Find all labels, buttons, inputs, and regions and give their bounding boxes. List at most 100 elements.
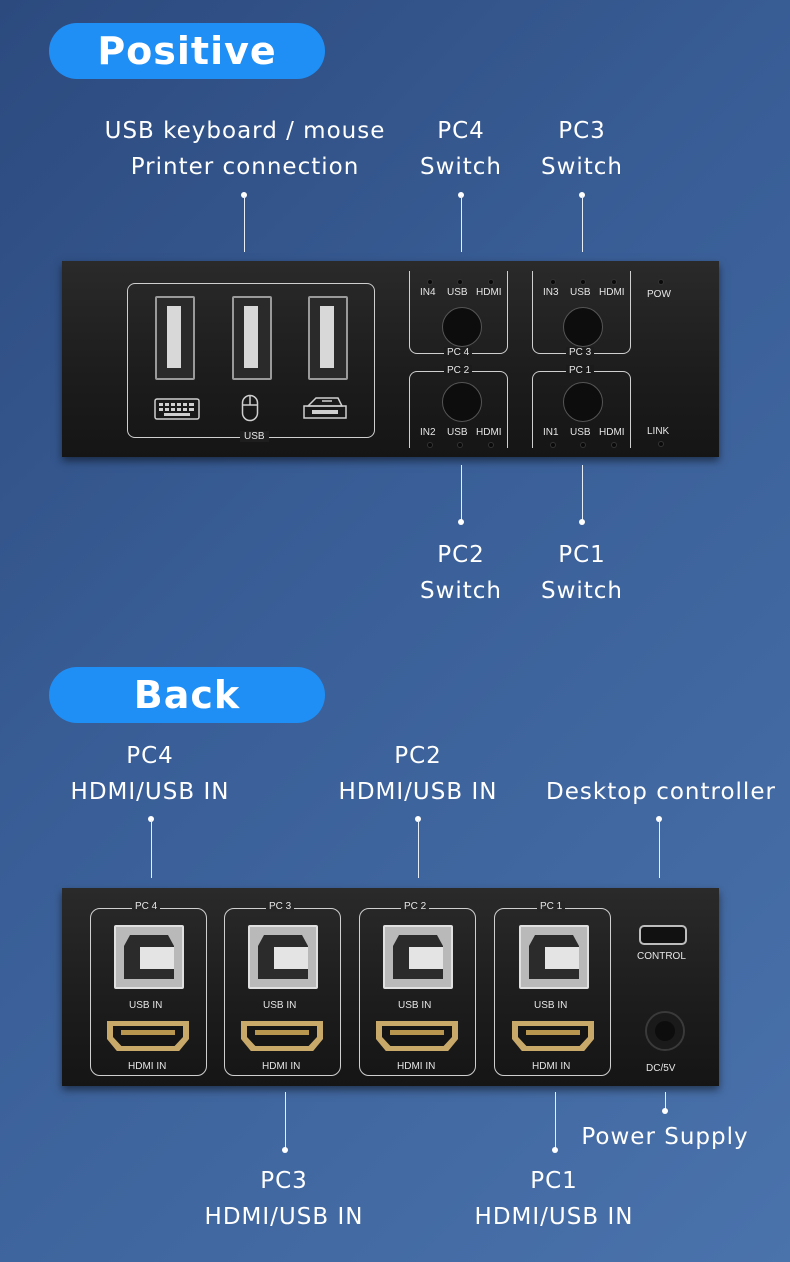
pc4-switch-callout: PC4 Switch (411, 113, 511, 185)
back-pc1-hdmi-port[interactable] (512, 1021, 594, 1051)
desktop-controller-dot (656, 816, 662, 822)
pc2-callout-line (461, 465, 462, 521)
pc1-switch-callout: PC1 Switch (532, 537, 632, 609)
back-pc2-line1: PC2 (394, 743, 442, 769)
control-port[interactable] (639, 925, 687, 945)
pc1-callout-line2: Switch (540, 578, 624, 604)
pc3-usb-led (581, 280, 585, 284)
pc4-usb-label: USB (447, 287, 468, 298)
pc3-callout-line (582, 196, 583, 252)
pc2-switch-button[interactable] (442, 382, 482, 422)
usb-callout-line1: USB keyboard / mouse (104, 118, 386, 144)
pc2-hdmi-led (489, 443, 493, 447)
pc4-callout-line1: PC4 (437, 118, 485, 144)
pc2-usb-led (458, 443, 462, 447)
pc4-switch-button[interactable] (442, 307, 482, 347)
pc4-name-label: PC 4 (444, 347, 473, 358)
pc4-hdmi-led (489, 280, 493, 284)
back-pc4-name: PC 4 (132, 901, 161, 912)
back-pc3-dot (282, 1147, 288, 1153)
back-pc1-dot (552, 1147, 558, 1153)
pow-led (659, 280, 663, 284)
usb-callout-dot (241, 192, 247, 198)
usb-port-printer[interactable] (308, 296, 348, 380)
back-pc3-callout: PC3 HDMI/USB IN (189, 1163, 379, 1235)
back-pc2-line (418, 820, 419, 878)
pc1-switch-button[interactable] (563, 382, 603, 422)
pc3-switch-button[interactable] (563, 307, 603, 347)
back-pc3-name: PC 3 (266, 901, 295, 912)
pc4-callout-line2: Switch (419, 154, 503, 180)
link-led (659, 442, 663, 446)
pc3-name-label: PC 3 (566, 347, 595, 358)
back-pc1-line1: PC1 (530, 1168, 578, 1194)
back-pc4-callout: PC4 HDMI/USB IN (55, 738, 245, 810)
back-pc4-line2: HDMI/USB IN (70, 779, 230, 805)
back-pc3-hdmi-port[interactable] (241, 1021, 323, 1051)
pc1-hdmi-label: HDMI (599, 427, 625, 438)
pc1-hdmi-led (612, 443, 616, 447)
back-pc1-usb-port[interactable] (519, 925, 589, 989)
pc2-callout-dot (458, 519, 464, 525)
pc3-hdmi-led (612, 280, 616, 284)
back-title: Back (49, 667, 325, 723)
pc4-callout-line (461, 196, 462, 252)
back-pc4-line1: PC4 (126, 743, 174, 769)
pc4-in-led (428, 280, 432, 284)
usb-port-mouse[interactable] (232, 296, 272, 380)
pc1-callout-line1: PC1 (558, 542, 606, 568)
pc4-in-label: IN4 (420, 287, 436, 298)
back-pc1-line (555, 1092, 556, 1150)
pc3-switch-callout: PC3 Switch (532, 113, 632, 185)
back-pc2-hdmi-port[interactable] (376, 1021, 458, 1051)
positive-title: Positive (49, 23, 325, 79)
usb-callout: USB keyboard / mouse Printer connection (95, 113, 395, 185)
back-pc2-usb-label: USB IN (398, 1000, 432, 1011)
back-pc1-hdmi-label: HDMI IN (532, 1061, 571, 1072)
pc1-callout-line (582, 465, 583, 521)
pc3-in-label: IN3 (543, 287, 559, 298)
printer-icon (303, 397, 347, 419)
back-pc4-hdmi-port[interactable] (107, 1021, 189, 1051)
back-pc3-line2: HDMI/USB IN (204, 1204, 364, 1230)
link-label: LINK (647, 426, 670, 437)
dc-power-jack[interactable] (645, 1011, 685, 1051)
dc-label: DC/5V (646, 1063, 676, 1074)
pc2-usb-label: USB (447, 427, 468, 438)
back-pc1-line2: HDMI/USB IN (474, 1204, 634, 1230)
back-pc4-hdmi-label: HDMI IN (128, 1061, 167, 1072)
power-supply-dot (662, 1108, 668, 1114)
pc1-in-led (551, 443, 555, 447)
back-pc3-hdmi-label: HDMI IN (262, 1061, 301, 1072)
keyboard-icon (154, 398, 200, 420)
pc3-usb-label: USB (570, 287, 591, 298)
pc4-callout-dot (458, 192, 464, 198)
back-pc3-usb-port[interactable] (248, 925, 318, 989)
usb-port-keyboard[interactable] (155, 296, 195, 380)
back-pc4-usb-label: USB IN (129, 1000, 163, 1011)
back-pc4-dot (148, 816, 154, 822)
back-pc1-name: PC 1 (537, 901, 566, 912)
back-pc3-usb-label: USB IN (263, 1000, 297, 1011)
power-supply-line (665, 1092, 666, 1110)
pc4-hdmi-label: HDMI (476, 287, 502, 298)
pc3-callout-line2: Switch (540, 154, 624, 180)
back-pc3-line1: PC3 (260, 1168, 308, 1194)
pc1-usb-led (581, 443, 585, 447)
usb-group-label: USB (240, 431, 269, 442)
desktop-controller-line (659, 820, 660, 878)
back-pc3-line (285, 1092, 286, 1150)
pc2-in-led (428, 443, 432, 447)
back-pc2-line2: HDMI/USB IN (338, 779, 498, 805)
pc3-hdmi-label: HDMI (599, 287, 625, 298)
back-pc4-usb-port[interactable] (114, 925, 184, 989)
back-pc2-dot (415, 816, 421, 822)
pc1-callout-dot (579, 519, 585, 525)
pc4-usb-led (458, 280, 462, 284)
back-pc4-line (151, 820, 152, 878)
back-pc2-usb-port[interactable] (383, 925, 453, 989)
back-pc1-callout: PC1 HDMI/USB IN (459, 1163, 649, 1235)
desktop-controller-callout: Desktop controller (546, 779, 776, 805)
back-pc1-usb-label: USB IN (534, 1000, 568, 1011)
usb-callout-line2: Printer connection (130, 154, 360, 180)
